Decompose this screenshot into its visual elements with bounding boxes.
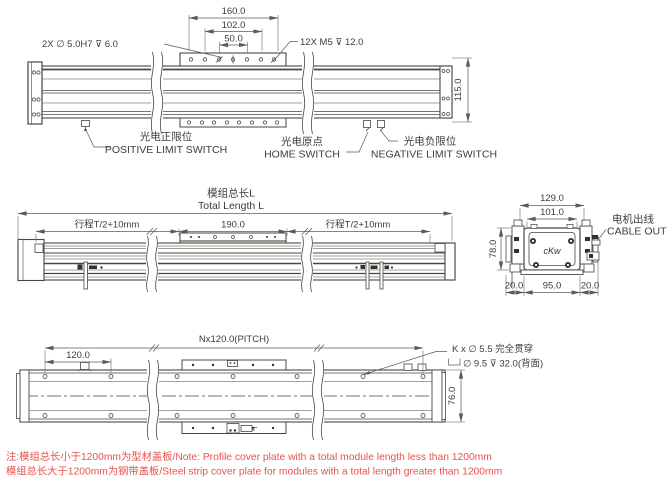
carriage-plate-holes bbox=[188, 55, 278, 64]
negative-limit-cn: 光电负限位 bbox=[404, 135, 457, 148]
drawing-notes: 注:模组总长小于1200mm为型材盖板/Note: Profile cover … bbox=[6, 450, 502, 478]
note-line1: 注:模组总长小于1200mm为型材盖板/Note: Profile cover … bbox=[6, 450, 492, 463]
break-lines-middle-view bbox=[146, 235, 313, 293]
dim-190-text: 190.0 bbox=[221, 220, 245, 231]
dim-50-text: 50.0 bbox=[224, 34, 243, 45]
home-switch-label: 光电原点 HOME SWITCH bbox=[264, 131, 369, 161]
dim-160: 160.0 bbox=[188, 6, 279, 51]
carriage-bottom-holes bbox=[187, 120, 279, 125]
positive-limit-en: POSITIVE LIMIT SWITCH bbox=[105, 144, 227, 156]
dim-129: 129.0 bbox=[519, 193, 585, 221]
dim-line-break-marks bbox=[146, 227, 313, 236]
home-sensor bbox=[363, 120, 371, 132]
dim-129-text: 129.0 bbox=[540, 193, 564, 204]
dim-50: 50.0 bbox=[219, 34, 248, 53]
rail-profile-lines bbox=[28, 68, 452, 115]
rail-bottom-profile bbox=[20, 372, 445, 420]
dim-20-left-text: 20.0 bbox=[505, 281, 524, 292]
section-left-bracket bbox=[505, 219, 525, 287]
callout-dowel-holes: 2X ∅ 5.0H7 ⊽ 6.0 bbox=[42, 39, 223, 58]
bottom-view-sensor bbox=[78, 362, 92, 372]
dim-95-text: 95.0 bbox=[543, 281, 562, 292]
carriage-bottom-plate bbox=[179, 117, 287, 128]
side-sensor-left bbox=[77, 261, 103, 290]
dim-120: 120.0 bbox=[44, 350, 112, 373]
dim-bottom-row: 20.0 95.0 20.0 bbox=[505, 262, 600, 296]
break-lines-bottom-view bbox=[146, 359, 325, 441]
negative-limit-sensor bbox=[377, 120, 385, 132]
dim-115: 115.0 bbox=[452, 57, 472, 123]
dim-76: 76.0 bbox=[446, 369, 465, 423]
rail-body-top-view bbox=[27, 65, 453, 119]
plate-detail-bottom bbox=[191, 423, 275, 434]
dim-101-text: 101.0 bbox=[540, 207, 564, 218]
dim-pitch: Nx120.0(PITCH) bbox=[44, 334, 424, 373]
positive-limit-label: 光电正限位 POSITIVE LIMIT SWITCH bbox=[85, 128, 227, 156]
rail-side-profile-lines bbox=[18, 245, 455, 278]
cable-out-en: CABLE OUT bbox=[607, 226, 667, 238]
idle-end-cap bbox=[434, 242, 456, 281]
callout-thread-holes: 12X M5 ⊽ 12.0 bbox=[277, 37, 363, 57]
hole-note-line1: K x ∅ 5.5 完全贯穿 bbox=[452, 343, 533, 355]
negative-limit-label: 光电负限位 NEGATIVE LIMIT SWITCH bbox=[371, 130, 497, 161]
middle-view: 模组总长L Total Length L 行程T/2+10mm 190.0 行程… bbox=[17, 187, 456, 293]
plate-detail-top bbox=[191, 360, 275, 367]
dim-total-length: 模组总长L Total Length L bbox=[17, 187, 453, 241]
bottom-view: Nx120.0(PITCH) 120.0 76.0 K x ∅ 5.5 完全贯穿… bbox=[16, 334, 543, 441]
stroke-right-text: 行程T/2+10mm bbox=[326, 219, 391, 231]
dim-pitch-text: Nx120.0(PITCH) bbox=[199, 334, 269, 345]
counterbore-icon bbox=[448, 358, 461, 366]
stroke-left-text: 行程T/2+10mm bbox=[75, 219, 140, 231]
hole-callout: K x ∅ 5.5 完全贯穿 ∅ 9.5 ⊽ 32.0(背面) bbox=[363, 343, 543, 375]
total-length-en: Total Length L bbox=[198, 200, 264, 212]
negative-limit-en: NEGATIVE LIMIT SWITCH bbox=[371, 149, 497, 161]
section-carriage-block: cKw bbox=[520, 224, 584, 275]
right-end-cap bbox=[439, 65, 453, 119]
pitch-break-marks bbox=[148, 344, 325, 352]
dim-stroke-row: 行程T/2+10mm 190.0 行程T/2+10mm bbox=[35, 219, 431, 242]
hole-note-line2: ∅ 9.5 ⊽ 32.0(背面) bbox=[463, 358, 543, 370]
mounting-holes-bottom-row bbox=[42, 413, 426, 418]
note-line2: 模组总长大于1200mm为钢带盖板/Steel strip cover plat… bbox=[6, 465, 502, 478]
cable-connector bbox=[586, 235, 601, 261]
dim-78: 78.0 bbox=[488, 227, 511, 271]
left-end-cap bbox=[27, 61, 43, 125]
section-right-bracket bbox=[579, 219, 601, 273]
dim-76-text: 76.0 bbox=[447, 387, 458, 406]
callout-left-text: 2X ∅ 5.0H7 ⊽ 6.0 bbox=[42, 39, 118, 50]
home-switch-en: HOME SWITCH bbox=[264, 149, 340, 161]
carriage-plate-detail bbox=[190, 235, 276, 239]
cable-out-cn: 电机出线 bbox=[612, 213, 654, 226]
home-switch-cn: 光电原点 bbox=[281, 135, 323, 148]
corner-screws bbox=[530, 238, 574, 268]
callout-right-text: 12X M5 ⊽ 12.0 bbox=[300, 37, 363, 48]
side-sensors-right bbox=[355, 261, 394, 290]
dim-120-text: 120.0 bbox=[66, 350, 90, 361]
motor-end-cap bbox=[17, 238, 45, 282]
bottom-left-end bbox=[16, 369, 30, 423]
mounting-holes-top-row bbox=[42, 374, 426, 379]
cable-out-label: 电机出线 CABLE OUT bbox=[597, 213, 667, 241]
section-view: cKw 129.0 101.0 78.0 bbox=[488, 193, 667, 296]
dim-101: 101.0 bbox=[526, 207, 578, 227]
total-length-cn: 模组总长L bbox=[207, 187, 255, 200]
brand-logo: cKw bbox=[543, 246, 561, 256]
dim-78-text: 78.0 bbox=[488, 240, 499, 259]
dim-115-text: 115.0 bbox=[453, 78, 464, 101]
dim-20-right-text: 20.0 bbox=[581, 281, 600, 292]
bottom-right-end bbox=[403, 363, 446, 423]
break-lines-top-view bbox=[150, 51, 315, 135]
positive-limit-cn: 光电正限位 bbox=[140, 130, 193, 143]
dim-102: 102.0 bbox=[204, 20, 263, 51]
dim-160-text: 160.0 bbox=[222, 6, 246, 17]
dim-102-text: 102.0 bbox=[222, 20, 246, 31]
top-view: 160.0 102.0 50.0 115.0 2X ∅ 5.0H7 ⊽ 6.0 … bbox=[27, 6, 497, 161]
